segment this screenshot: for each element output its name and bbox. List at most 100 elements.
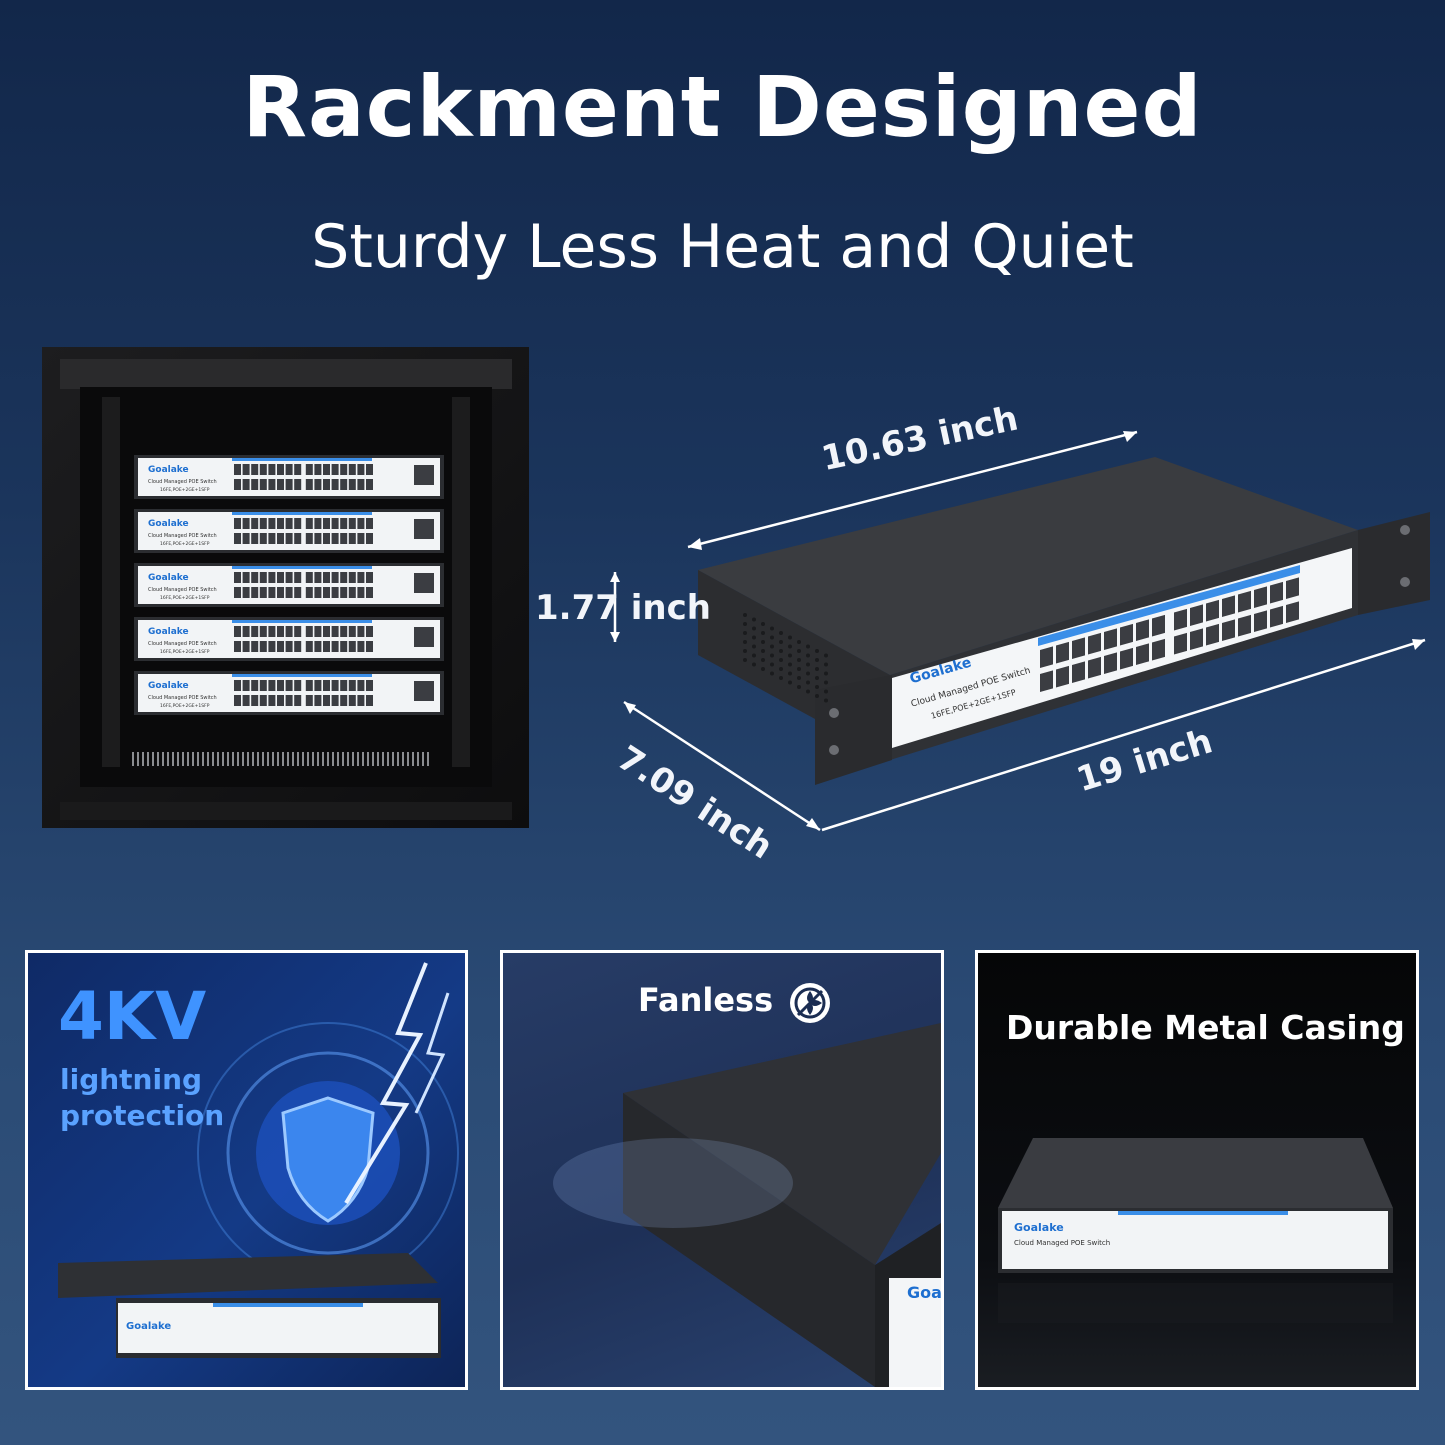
rj45-port	[340, 680, 348, 691]
rj45-port	[294, 479, 302, 490]
rj45-port	[331, 479, 339, 490]
rj45-port	[277, 626, 284, 637]
rj45-port	[259, 626, 267, 637]
rj45-port	[1088, 656, 1101, 679]
rj45-port	[1254, 586, 1267, 608]
rack-unit-spec: 16FE,POE+2GE+1SFP	[160, 703, 210, 709]
rj45-port	[331, 680, 339, 691]
rj45-port	[357, 587, 365, 598]
rj45-port	[277, 464, 284, 475]
rj45-port	[366, 464, 373, 475]
rj45-port	[268, 479, 276, 490]
rj45-port	[323, 533, 330, 544]
rj45-port	[277, 518, 284, 529]
rj45-port	[323, 626, 330, 637]
rj45-port	[259, 572, 267, 583]
rj45-port	[357, 695, 365, 706]
rack-unit-brand: Goalake	[148, 465, 189, 475]
rj45-port	[366, 479, 373, 490]
rj45-port	[1152, 614, 1165, 637]
rj45-port	[1104, 628, 1117, 650]
rack-unit-model: Cloud Managed POE Switch	[148, 533, 217, 539]
rj45-port	[348, 533, 356, 544]
rj45-port	[1120, 647, 1133, 670]
rj45-port	[268, 680, 276, 691]
rj45-port	[305, 518, 313, 529]
rack-unit-spec: 16FE,POE+2GE+1SFP	[160, 649, 210, 655]
protection-text: protection	[60, 1099, 225, 1132]
rj45-port	[251, 680, 259, 691]
rack-unit-brand: Goalake	[148, 519, 189, 529]
rack-unit-brand: Goalake	[148, 573, 189, 583]
rj45-port	[294, 533, 302, 544]
rj45-port	[1270, 605, 1283, 628]
rj45-port	[331, 587, 339, 598]
rj45-port	[1040, 646, 1053, 668]
rack-unit-model: Cloud Managed POE Switch	[148, 479, 217, 485]
rack-unit-spec: 16FE,POE+2GE+1SFP	[160, 487, 210, 493]
height-dimension-label: 1.77 inch	[535, 588, 711, 628]
rj45-port	[277, 587, 284, 598]
page-subtitle: Sturdy Less Heat and Quiet	[311, 212, 1134, 282]
rj45-port	[294, 626, 302, 637]
rj45-port	[1206, 599, 1219, 622]
rj45-port	[242, 533, 250, 544]
panel2-brand-label: Goal	[907, 1283, 944, 1302]
rj45-port	[366, 680, 373, 691]
rj45-port	[268, 587, 276, 598]
rj45-port	[285, 641, 293, 652]
rj45-port	[314, 533, 322, 544]
rj45-port	[277, 680, 284, 691]
rj45-port	[285, 572, 293, 583]
rj45-port	[251, 464, 259, 475]
rj45-port	[259, 479, 267, 490]
rj45-port	[331, 641, 339, 652]
rj45-port	[268, 572, 276, 583]
rj45-port	[259, 518, 267, 529]
rj45-port	[314, 695, 322, 706]
rj45-port	[314, 518, 322, 529]
rj45-port	[1056, 641, 1069, 664]
rj45-port	[314, 479, 322, 490]
rj45-port	[242, 641, 250, 652]
rj45-port	[242, 572, 250, 583]
rj45-port	[251, 518, 259, 529]
rack-unit-spec: 16FE,POE+2GE+1SFP	[160, 595, 210, 601]
rj45-port	[234, 479, 241, 490]
rj45-port	[348, 695, 356, 706]
panel3-model-label: Cloud Managed POE Switch	[1014, 1239, 1111, 1247]
page-title: Rackment Designed	[242, 58, 1203, 156]
rj45-port	[348, 587, 356, 598]
rj45-port	[357, 533, 365, 544]
fanless-panel: Fanless Goal	[500, 950, 944, 1390]
rj45-port	[314, 572, 322, 583]
rack-unit-model: Cloud Managed POE Switch	[148, 695, 217, 701]
rj45-port	[268, 641, 276, 652]
rj45-port	[1222, 595, 1235, 617]
rj45-port	[331, 518, 339, 529]
rj45-port	[305, 572, 313, 583]
rj45-port	[366, 518, 373, 529]
rj45-port	[340, 572, 348, 583]
rj45-port	[357, 464, 365, 475]
rj45-port	[331, 695, 339, 706]
rj45-port	[331, 626, 339, 637]
rj45-port	[234, 533, 241, 544]
rj45-port	[259, 533, 267, 544]
rj45-port	[314, 587, 322, 598]
rj45-port	[1254, 610, 1267, 632]
fanless-text: Fanless	[638, 981, 774, 1019]
rj45-port	[268, 695, 276, 706]
rj45-port	[234, 518, 241, 529]
rj45-port	[348, 572, 356, 583]
rj45-port	[366, 641, 373, 652]
rj45-port	[1174, 608, 1187, 631]
rj45-port	[340, 695, 348, 706]
rj45-port	[242, 464, 250, 475]
rj45-port	[305, 641, 313, 652]
rj45-port	[234, 626, 241, 637]
rj45-port	[305, 464, 313, 475]
rj45-port	[323, 572, 330, 583]
rack-unit-brand: Goalake	[148, 627, 189, 637]
